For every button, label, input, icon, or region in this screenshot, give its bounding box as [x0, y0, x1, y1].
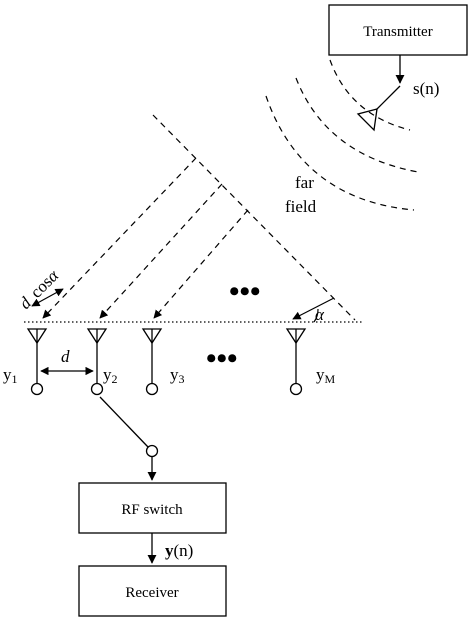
plane-wavefront — [152, 114, 356, 321]
antenna-element-m — [285, 328, 307, 396]
receiver-label: Receiver — [125, 585, 178, 601]
transmitter-box — [328, 4, 468, 56]
far-field-label-line2: field — [285, 197, 317, 216]
wavefront-outer — [265, 95, 415, 211]
transmit-antenna-icon — [356, 85, 401, 132]
ellipsis-top: ••• — [229, 275, 261, 308]
incident-rays — [42, 157, 335, 320]
incident-ray-4 — [292, 297, 335, 320]
receiver-box — [78, 565, 227, 617]
rf-switch-label: RF switch — [121, 502, 183, 518]
spacing-label: d — [61, 347, 70, 366]
element-label-y2: y2 — [103, 365, 118, 386]
port-node — [90, 382, 104, 396]
element-label-y1: y1 — [3, 365, 18, 386]
output-signal-label: y(n) — [165, 541, 193, 560]
projection-label: d cosα — [15, 265, 63, 313]
source-signal-label: s(n) — [413, 79, 439, 98]
switch-lever — [99, 396, 149, 448]
port-node — [289, 382, 303, 396]
element-label-ym: yM — [316, 365, 336, 386]
far-field-label-line1: far — [295, 173, 314, 192]
port-node — [30, 382, 44, 396]
antenna-element-1 — [26, 328, 48, 396]
ellipsis-bottom: ••• — [206, 342, 238, 375]
port-node — [145, 382, 159, 396]
angle-arc — [313, 308, 319, 323]
angle-label: α — [315, 305, 325, 324]
antenna-element-3 — [141, 328, 163, 396]
incident-ray-3 — [153, 209, 249, 319]
wavefront-inner — [329, 59, 411, 131]
incident-ray-2 — [99, 183, 223, 319]
projection-arrow — [31, 288, 64, 307]
antenna-element-2 — [86, 328, 108, 396]
transmitter-label: Transmitter — [363, 24, 432, 40]
switch-pivot-node — [145, 444, 159, 458]
rf-switch-box — [78, 482, 227, 534]
wavefront-middle — [295, 77, 419, 173]
wavefronts — [265, 59, 419, 211]
incident-ray-1 — [42, 157, 197, 319]
element-label-y3: y3 — [170, 365, 185, 386]
